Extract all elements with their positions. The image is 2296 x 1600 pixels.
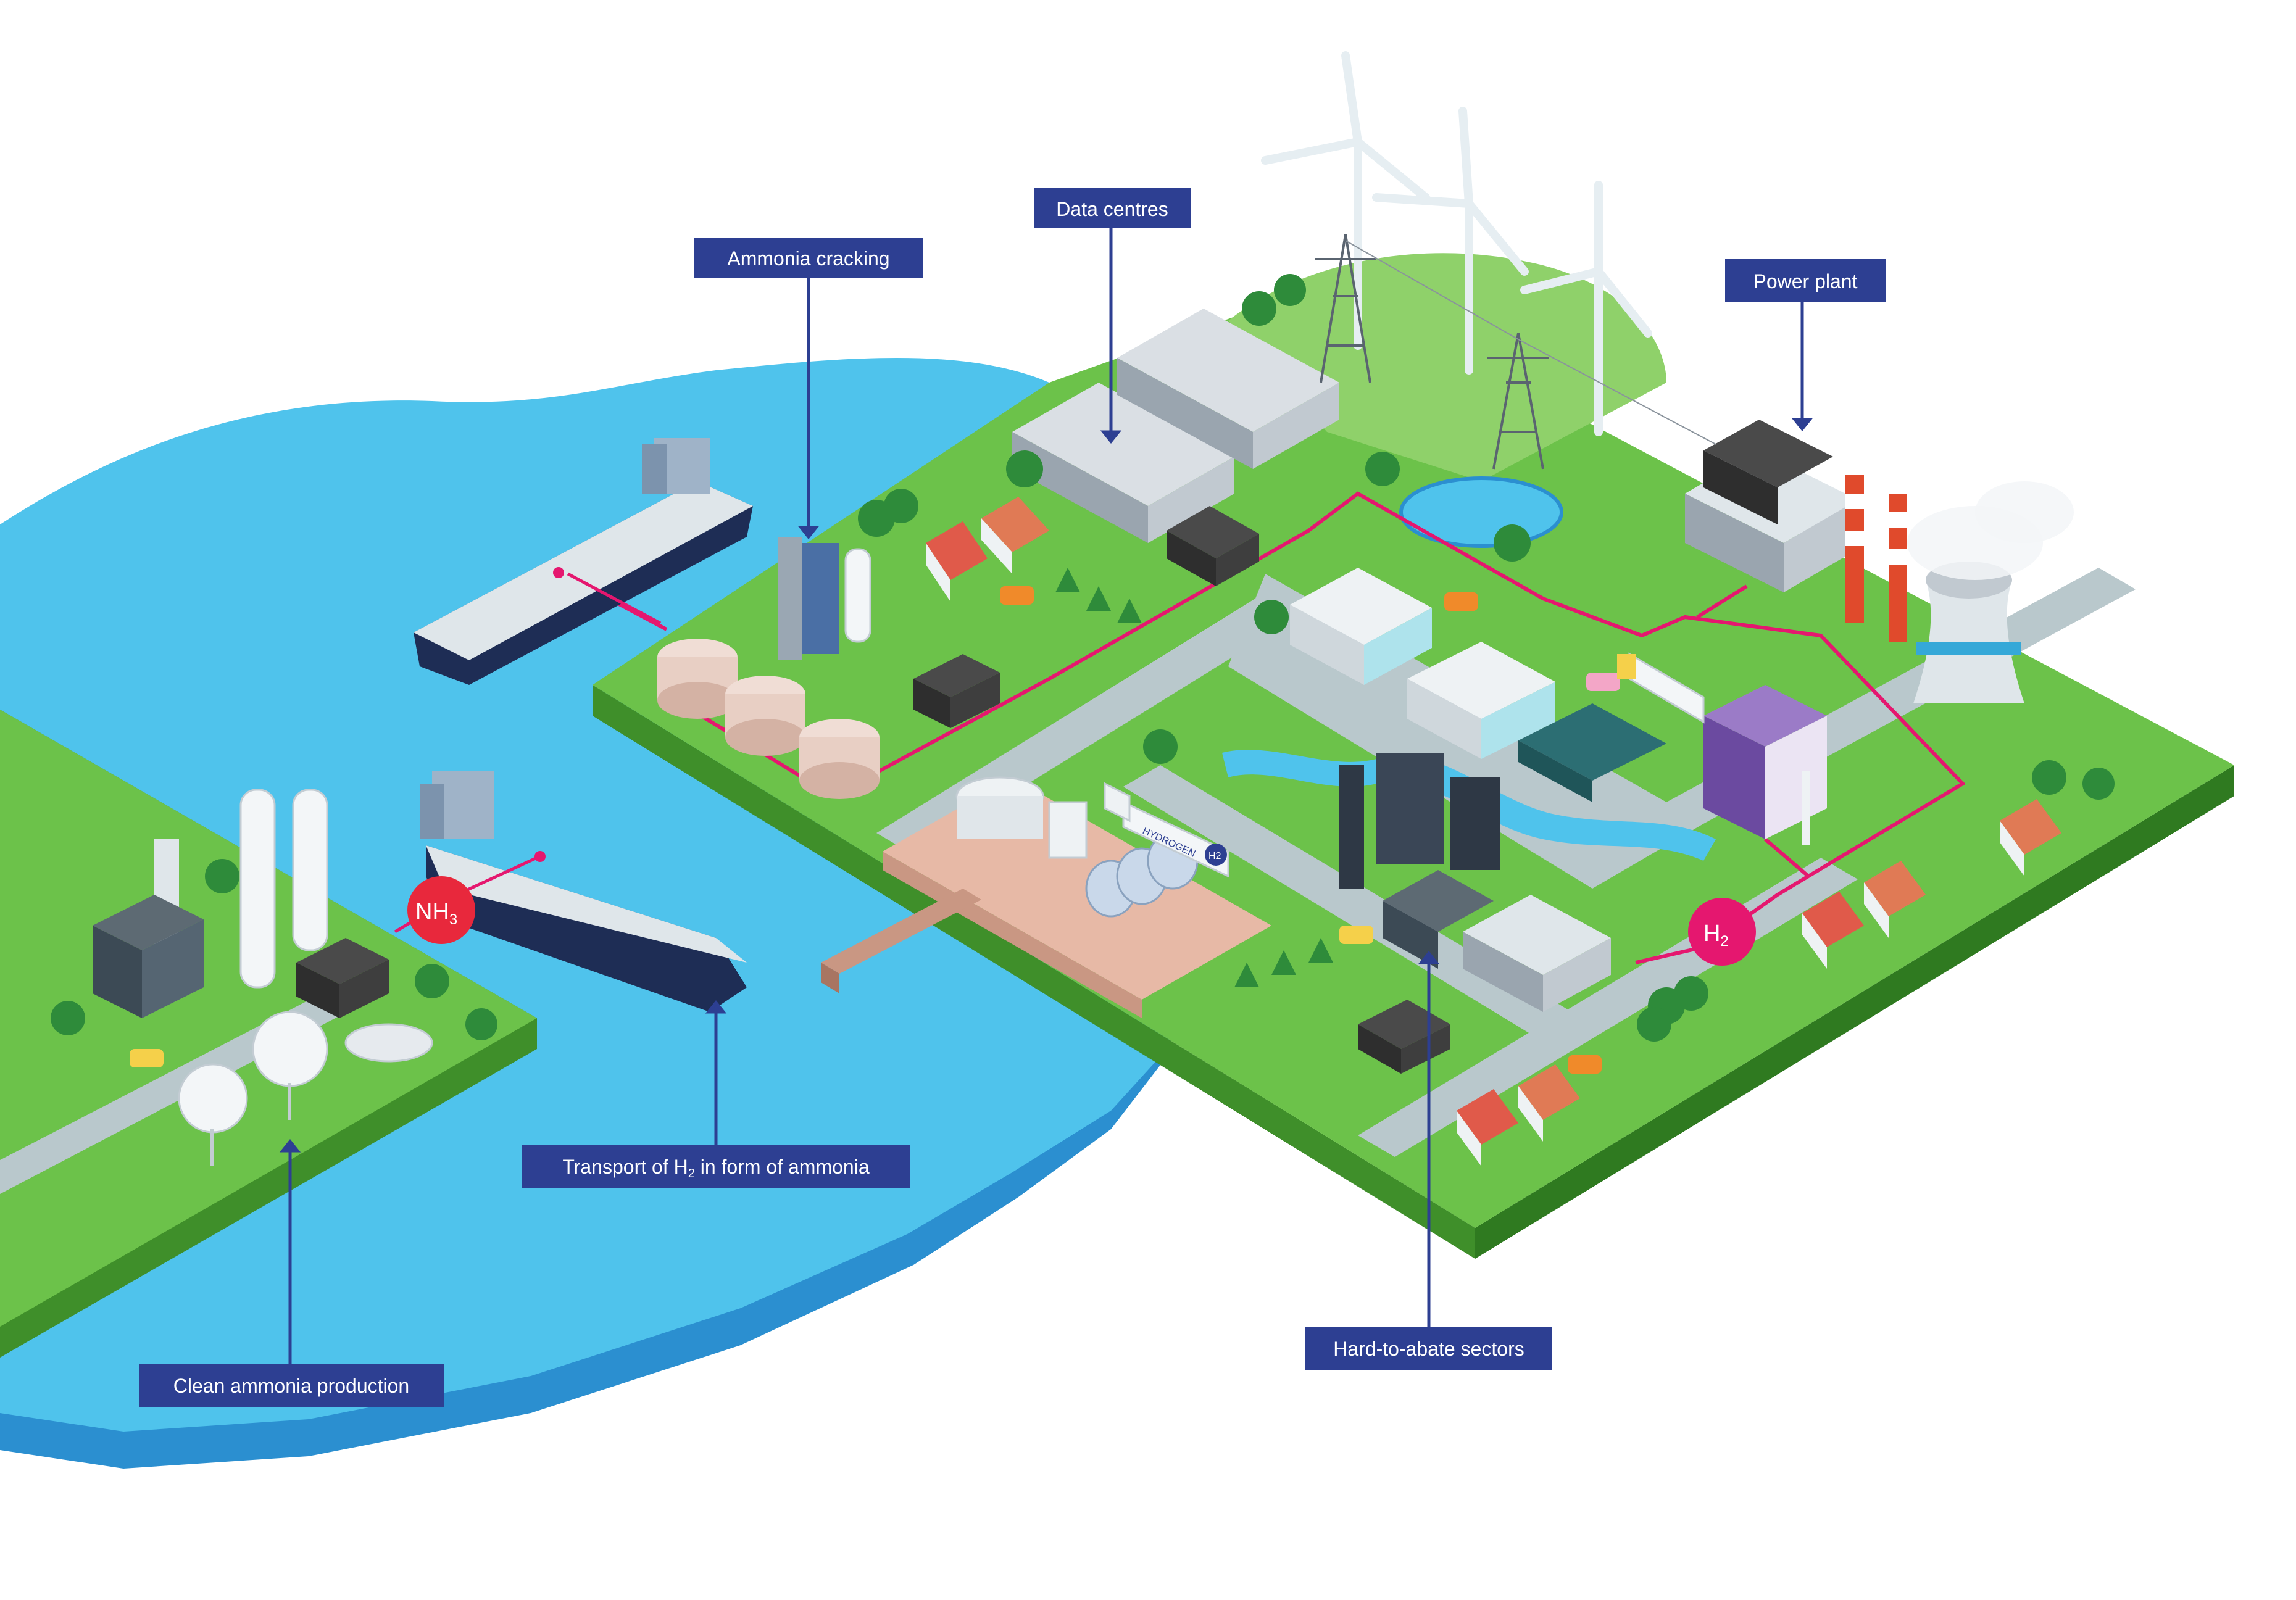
hydrogen-storage-facility [955,776,1199,918]
callout-transport-prefix: Transport of H [562,1156,688,1178]
houses [926,497,2061,1166]
tree-icon [2032,760,2066,795]
svg-text:Transport of H2 in form of amm: Transport of H2 in form of ammonia [562,1156,869,1180]
h2-badge-sub: 2 [1720,933,1728,950]
pylon-icon [1315,234,1376,383]
callout-hard-to-abate-label: Hard-to-abate sectors [1333,1338,1524,1360]
tree-icon [465,1008,497,1040]
tree-icon [1637,1007,1671,1042]
car-icon [1000,586,1034,605]
car-icon [1568,1055,1602,1074]
city-buildings [1290,568,1666,802]
tree-icon [1674,976,1708,1011]
tree-icon [884,489,918,523]
tree-icon [1143,729,1178,764]
callout-data-centres-label: Data centres [1056,198,1168,220]
tanker-ship-upper [414,438,753,685]
car-icon [130,1049,164,1067]
pylon-icon [1487,333,1549,470]
house-icon [1518,1064,1580,1142]
truck-h2-badge: H2 [1208,851,1221,861]
car-icon [1339,926,1373,944]
callout-power-plant: Power plant [1725,259,1886,302]
pylons [1315,234,1716,470]
callout-transport-sub: 2 [688,1167,695,1180]
house-icon [926,521,988,602]
tree-icon [415,964,449,998]
callout-ammonia-cracking-label: Ammonia cracking [727,247,889,270]
house-icon [1864,861,1926,938]
car-icon [1444,592,1478,611]
callout-data-centres: Data centres [1034,188,1191,228]
h2-badge: H2 [1688,898,1756,966]
nh3-badge-sub: 3 [449,911,457,928]
data-centre-buildings [1012,309,1339,586]
trees [51,274,2115,1042]
callout-clean-ammonia: Clean ammonia production [139,1364,444,1407]
house-icon [1802,892,1864,969]
nh3-badge-main: NH [415,899,449,925]
wind-turbine-icon [1372,107,1529,375]
tree-icon [2082,768,2115,800]
callout-ammonia-cracking: Ammonia cracking [694,238,923,278]
tree-icon [1365,452,1400,486]
callout-transport-suffix: in form of ammonia [695,1156,870,1178]
power-plant [1685,420,2074,703]
ammonia-storage-tanks [657,537,1000,799]
svg-text:H2: H2 [1703,921,1729,950]
tree-icon [51,1001,85,1035]
tree-icon [1242,291,1276,326]
vehicles [130,586,1705,1074]
tree-icon [1494,524,1531,562]
house-icon [2000,799,2061,876]
callout-transport: Transport of H2 in form of ammonia [522,1145,910,1188]
callout-hard-to-abate: Hard-to-abate sectors [1305,1327,1552,1370]
callout-connectors [279,228,1813,1364]
car-icon [1586,673,1620,691]
wind-turbine-icon [1520,181,1652,436]
ammonia-production-plant [93,789,433,1166]
nh3-badge: NH3 [407,876,475,944]
tree-icon [1274,274,1306,306]
house-icon [981,497,1049,574]
callout-power-plant-label: Power plant [1753,270,1858,292]
steel-plant [1339,753,1611,1012]
house-icon [1457,1089,1518,1166]
tree-icon [205,859,239,893]
tanker-ship-lower [394,771,747,1012]
tree-icon [1006,450,1043,487]
callout-clean-ammonia-label: Clean ammonia production [173,1375,409,1397]
electrolyser-building [1703,685,1827,845]
h2-badge-main: H [1703,921,1720,947]
svg-text:NH3: NH3 [415,899,457,928]
tree-icon [1254,600,1289,634]
